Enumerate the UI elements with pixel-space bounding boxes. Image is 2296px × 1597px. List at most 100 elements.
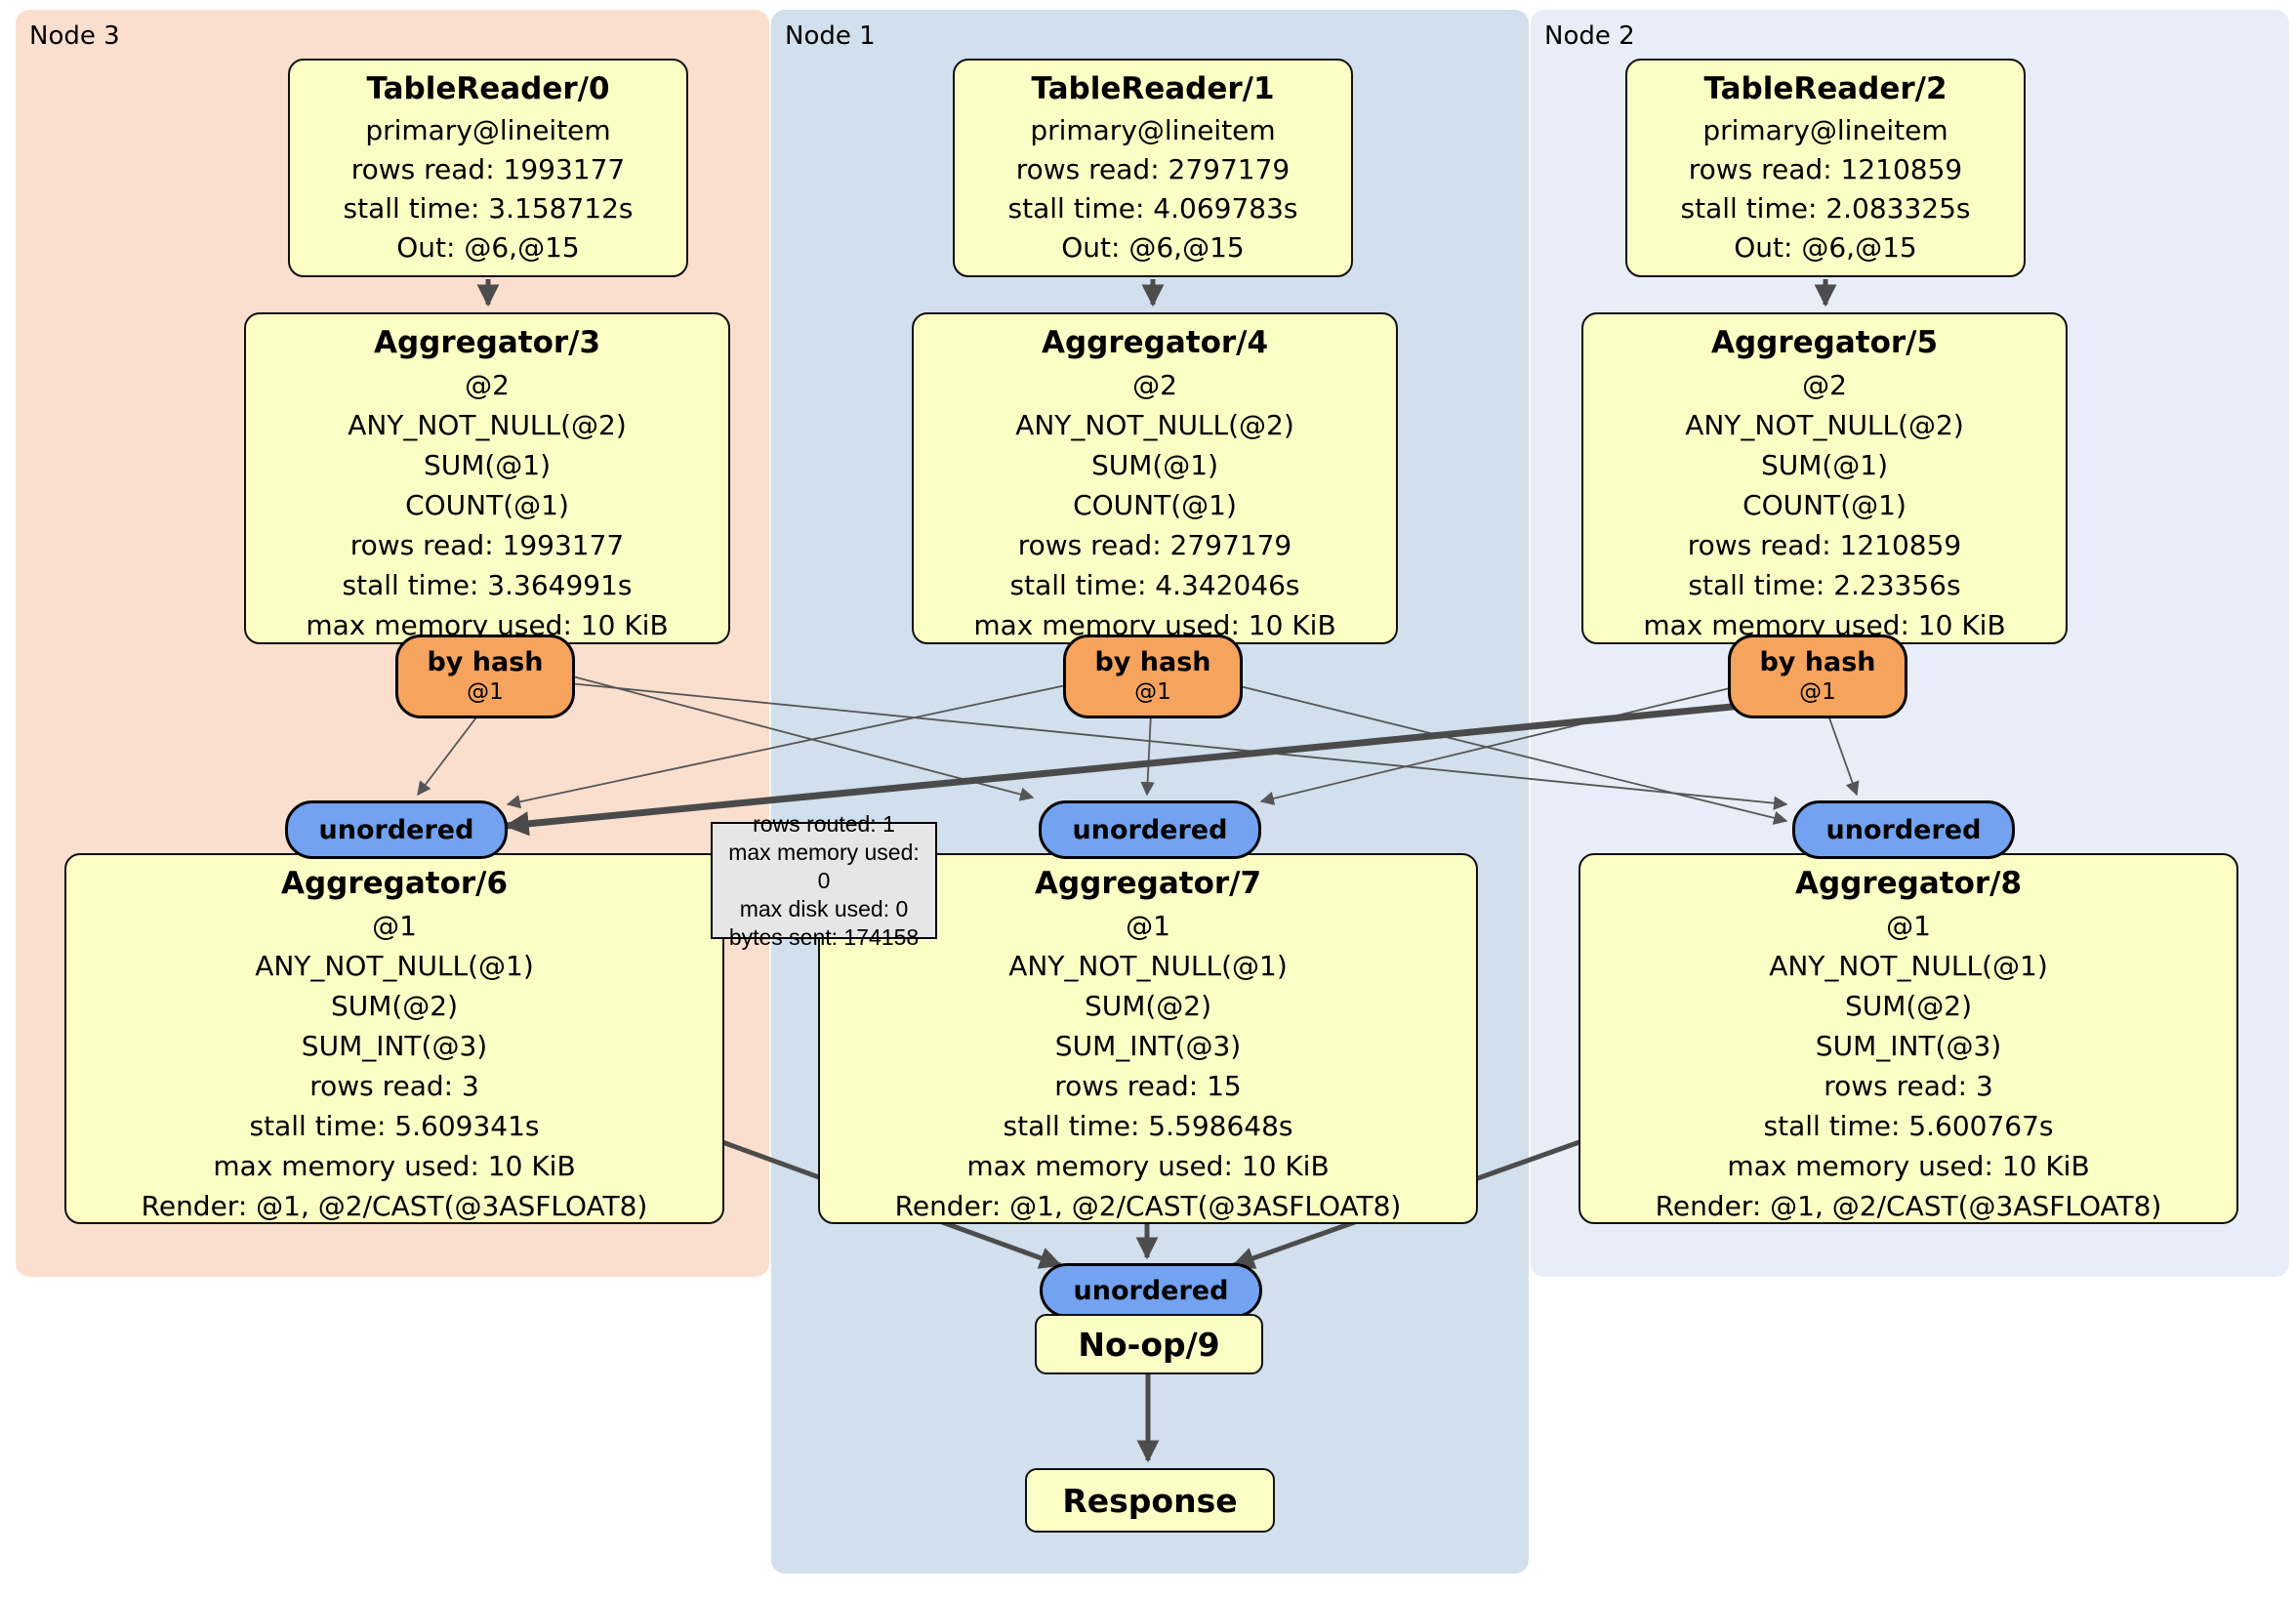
table-reader-1-node[interactable]: TableReader/1 primary@lineitem rows read:… (953, 59, 1353, 277)
box-line: ANY_NOT_NULL(@2) (1015, 409, 1294, 441)
box-line: max memory used: 10 KiB (213, 1150, 576, 1182)
box-line: rows read: 1210859 (1687, 529, 1962, 561)
node-detail-lines: primary@lineitem rows read: 1210859 stall … (1627, 111, 2024, 267)
router-detail: @1 (1134, 679, 1171, 705)
box-line: primary@lineitem (1030, 114, 1276, 146)
box-line: COUNT(@1) (405, 489, 569, 521)
box-line: @2 (1132, 369, 1177, 401)
box-line: SUM(@1) (423, 449, 552, 481)
box-line: ANY_NOT_NULL(@2) (348, 409, 627, 441)
box-line: COUNT(@1) (1073, 489, 1237, 521)
box-line: rows read: 1210859 (1688, 153, 1963, 185)
box-line: SUM_INT(@3) (301, 1030, 488, 1062)
box-line: max memory used: 10 KiB (966, 1150, 1330, 1182)
node-title: Aggregator/5 (1710, 325, 1939, 360)
table-reader-2-node[interactable]: TableReader/2 primary@lineitem rows read:… (1625, 59, 2026, 277)
box-line: ANY_NOT_NULL(@2) (1685, 409, 1964, 441)
box-line: primary@lineitem (365, 114, 611, 146)
box-line: rows read: 3 (1824, 1070, 1993, 1102)
box-line: max disk used: 0 (739, 895, 909, 921)
router-detail: @1 (1799, 679, 1836, 705)
box-line: Out: @6,@15 (396, 231, 580, 264)
node-title: TableReader/0 (366, 71, 610, 106)
box-line: stall time: 5.609341s (249, 1110, 540, 1142)
node-detail-lines: primary@lineitem rows read: 1993177 stall … (290, 111, 686, 267)
box-line: stall time: 4.342046s (1009, 569, 1300, 601)
box-line: SUM(@2) (330, 990, 459, 1022)
box-line: Render: @1, @2/CAST(@3ASFLOAT8) (1655, 1190, 2162, 1222)
box-line: max memory used: 0 (728, 839, 920, 893)
box-line: ANY_NOT_NULL(@1) (1769, 950, 2048, 982)
table-reader-0-node[interactable]: TableReader/0 primary@lineitem rows read:… (288, 59, 688, 277)
router-label: by hash (1094, 647, 1211, 677)
box-line: rows read: 1993177 (350, 153, 626, 185)
box-line: SUM_INT(@3) (1054, 1030, 1242, 1062)
node-detail-lines: primary@lineitem rows read: 2797179 stall … (955, 111, 1351, 267)
node-title: TableReader/1 (1031, 71, 1275, 106)
box-line: SUM(@2) (1844, 990, 1973, 1022)
box-line: Render: @1, @2/CAST(@3ASFLOAT8) (894, 1190, 1402, 1222)
by-hash-router-node3[interactable]: by hash @1 (395, 635, 575, 718)
box-line: rows read: 2797179 (1015, 153, 1291, 185)
box-line: stall time: 2.23356s (1688, 569, 1961, 601)
box-line: stall time: 5.600767s (1763, 1110, 2054, 1142)
box-line: Out: @6,@15 (1061, 231, 1245, 264)
node-title: Aggregator/3 (373, 325, 601, 360)
box-line: Render: @1, @2/CAST(@3ASFLOAT8) (141, 1190, 648, 1222)
box-line: rows read: 2797179 (1017, 529, 1292, 561)
node-title: Aggregator/6 (280, 866, 509, 901)
unordered-sync-node1[interactable]: unordered (1039, 800, 1261, 859)
box-line: Out: @6,@15 (1734, 231, 1917, 264)
box-line: @1 (372, 910, 417, 942)
router-detail: @1 (467, 679, 504, 705)
box-line: stall time: 3.364991s (342, 569, 633, 601)
box-line: stall time: 2.083325s (1680, 192, 1971, 225)
router-label: by hash (1759, 647, 1876, 677)
node1-label: Node 1 (785, 21, 876, 51)
node-title: Aggregator/7 (1034, 866, 1262, 901)
box-line: max memory used: 10 KiB (1727, 1150, 2090, 1182)
box-line: @2 (1802, 369, 1847, 401)
box-line: SUM_INT(@3) (1815, 1030, 2002, 1062)
node-title: TableReader/2 (1703, 71, 1948, 106)
box-line: @1 (1126, 910, 1170, 942)
box-line: ANY_NOT_NULL(@1) (255, 950, 534, 982)
box-line: rows read: 15 (1054, 1070, 1242, 1102)
box-line: @2 (465, 369, 510, 401)
router-label: by hash (427, 647, 544, 677)
by-hash-router-node2[interactable]: by hash @1 (1728, 635, 1907, 718)
by-hash-router-node1[interactable]: by hash @1 (1063, 635, 1243, 718)
box-line: @1 (1886, 910, 1931, 942)
box-line: rows read: 1993177 (349, 529, 625, 561)
box-line: SUM(@1) (1760, 449, 1889, 481)
node-title: Aggregator/4 (1041, 325, 1269, 360)
box-line: primary@lineitem (1702, 114, 1948, 146)
box-line: COUNT(@1) (1742, 489, 1906, 521)
no-op-9-node[interactable]: No-op/9 (1035, 1314, 1263, 1374)
box-line: rows read: 3 (309, 1070, 479, 1102)
unordered-sync-node3[interactable]: unordered (285, 800, 508, 859)
box-line: stall time: 4.069783s (1007, 192, 1298, 225)
box-line: stall time: 5.598648s (1003, 1110, 1293, 1142)
unordered-sync-final[interactable]: unordered (1040, 1263, 1262, 1318)
box-line: SUM(@2) (1084, 990, 1212, 1022)
box-line: bytes sent: 174158 (728, 923, 920, 950)
unordered-sync-node2[interactable]: unordered (1792, 800, 2015, 859)
box-line: rows routed: 1 (753, 810, 895, 837)
box-line: stall time: 3.158712s (343, 192, 634, 225)
response-node[interactable]: Response (1025, 1468, 1275, 1533)
node2-label: Node 2 (1544, 21, 1635, 51)
